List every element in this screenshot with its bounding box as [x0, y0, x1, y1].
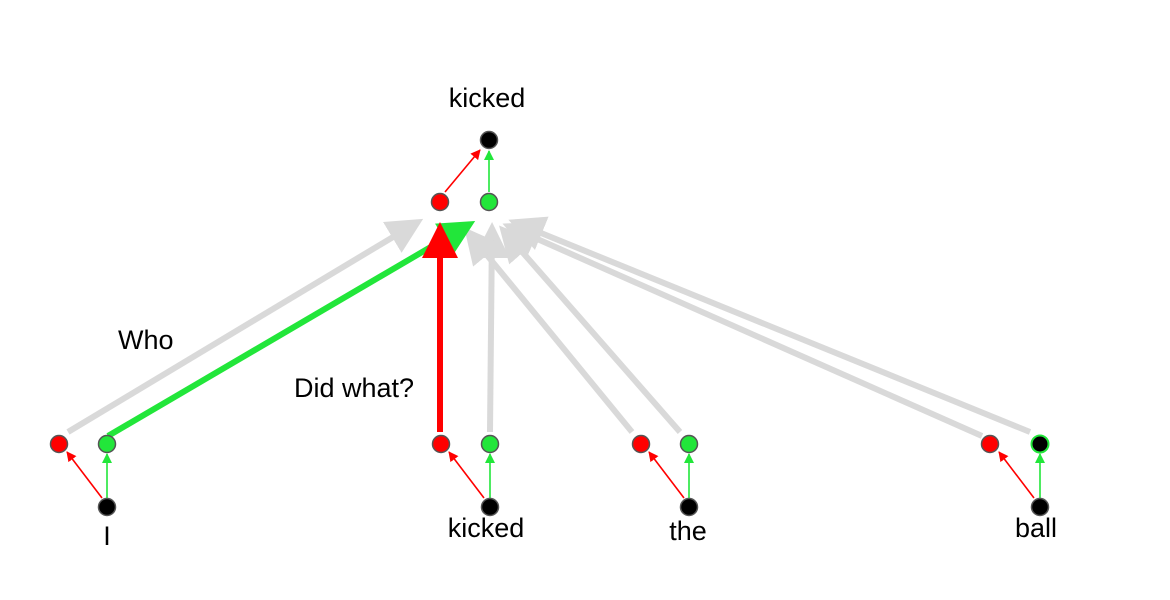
i-red-node: [49, 434, 69, 454]
did-what-label: Did what?: [294, 373, 414, 403]
green-attention-arrow: [106, 220, 476, 439]
gray-arrow-the-red: [464, 227, 635, 434]
who-label: Who: [118, 325, 174, 355]
kicked-word-node: [480, 497, 500, 517]
the-red-node: [631, 434, 651, 454]
bottom-word-label: the: [669, 516, 707, 546]
kicked-green-node: [480, 434, 500, 454]
thin-red-arrow-ball: [998, 451, 1035, 499]
bottom-word-label: ball: [1015, 513, 1057, 543]
thin-red-arrow-the: [648, 451, 685, 499]
thin-red-arrow-top: [444, 149, 481, 193]
gray-arrow-the-green: [499, 225, 683, 434]
thin-red-arrow-i: [66, 451, 103, 499]
bottom-word-label: I: [103, 521, 111, 551]
bottom-word-label: kicked: [448, 513, 525, 543]
gray-attention-arrows: [66, 216, 1032, 439]
the-green-node: [679, 434, 699, 454]
top-green-node: [479, 192, 499, 212]
i-green-node: [97, 434, 117, 454]
top-red-node: [430, 192, 450, 212]
gray-arrow-i-red: [66, 218, 424, 435]
top-word-node: [479, 130, 499, 150]
top-word-label: kicked: [449, 83, 526, 113]
thin-arrows: [66, 149, 1045, 499]
gray-arrow-ball-red: [502, 221, 984, 439]
thin-red-arrow-kicked: [448, 451, 485, 499]
ball-word-node: [1030, 497, 1050, 517]
ball-red-node: [980, 434, 1000, 454]
gray-arrow-ball-green: [508, 216, 1032, 435]
i-word-node: [97, 497, 117, 517]
kicked-red-node: [431, 434, 451, 454]
nodes: [49, 130, 1050, 517]
ball-green-node: [1030, 434, 1050, 454]
the-word-node: [679, 497, 699, 517]
